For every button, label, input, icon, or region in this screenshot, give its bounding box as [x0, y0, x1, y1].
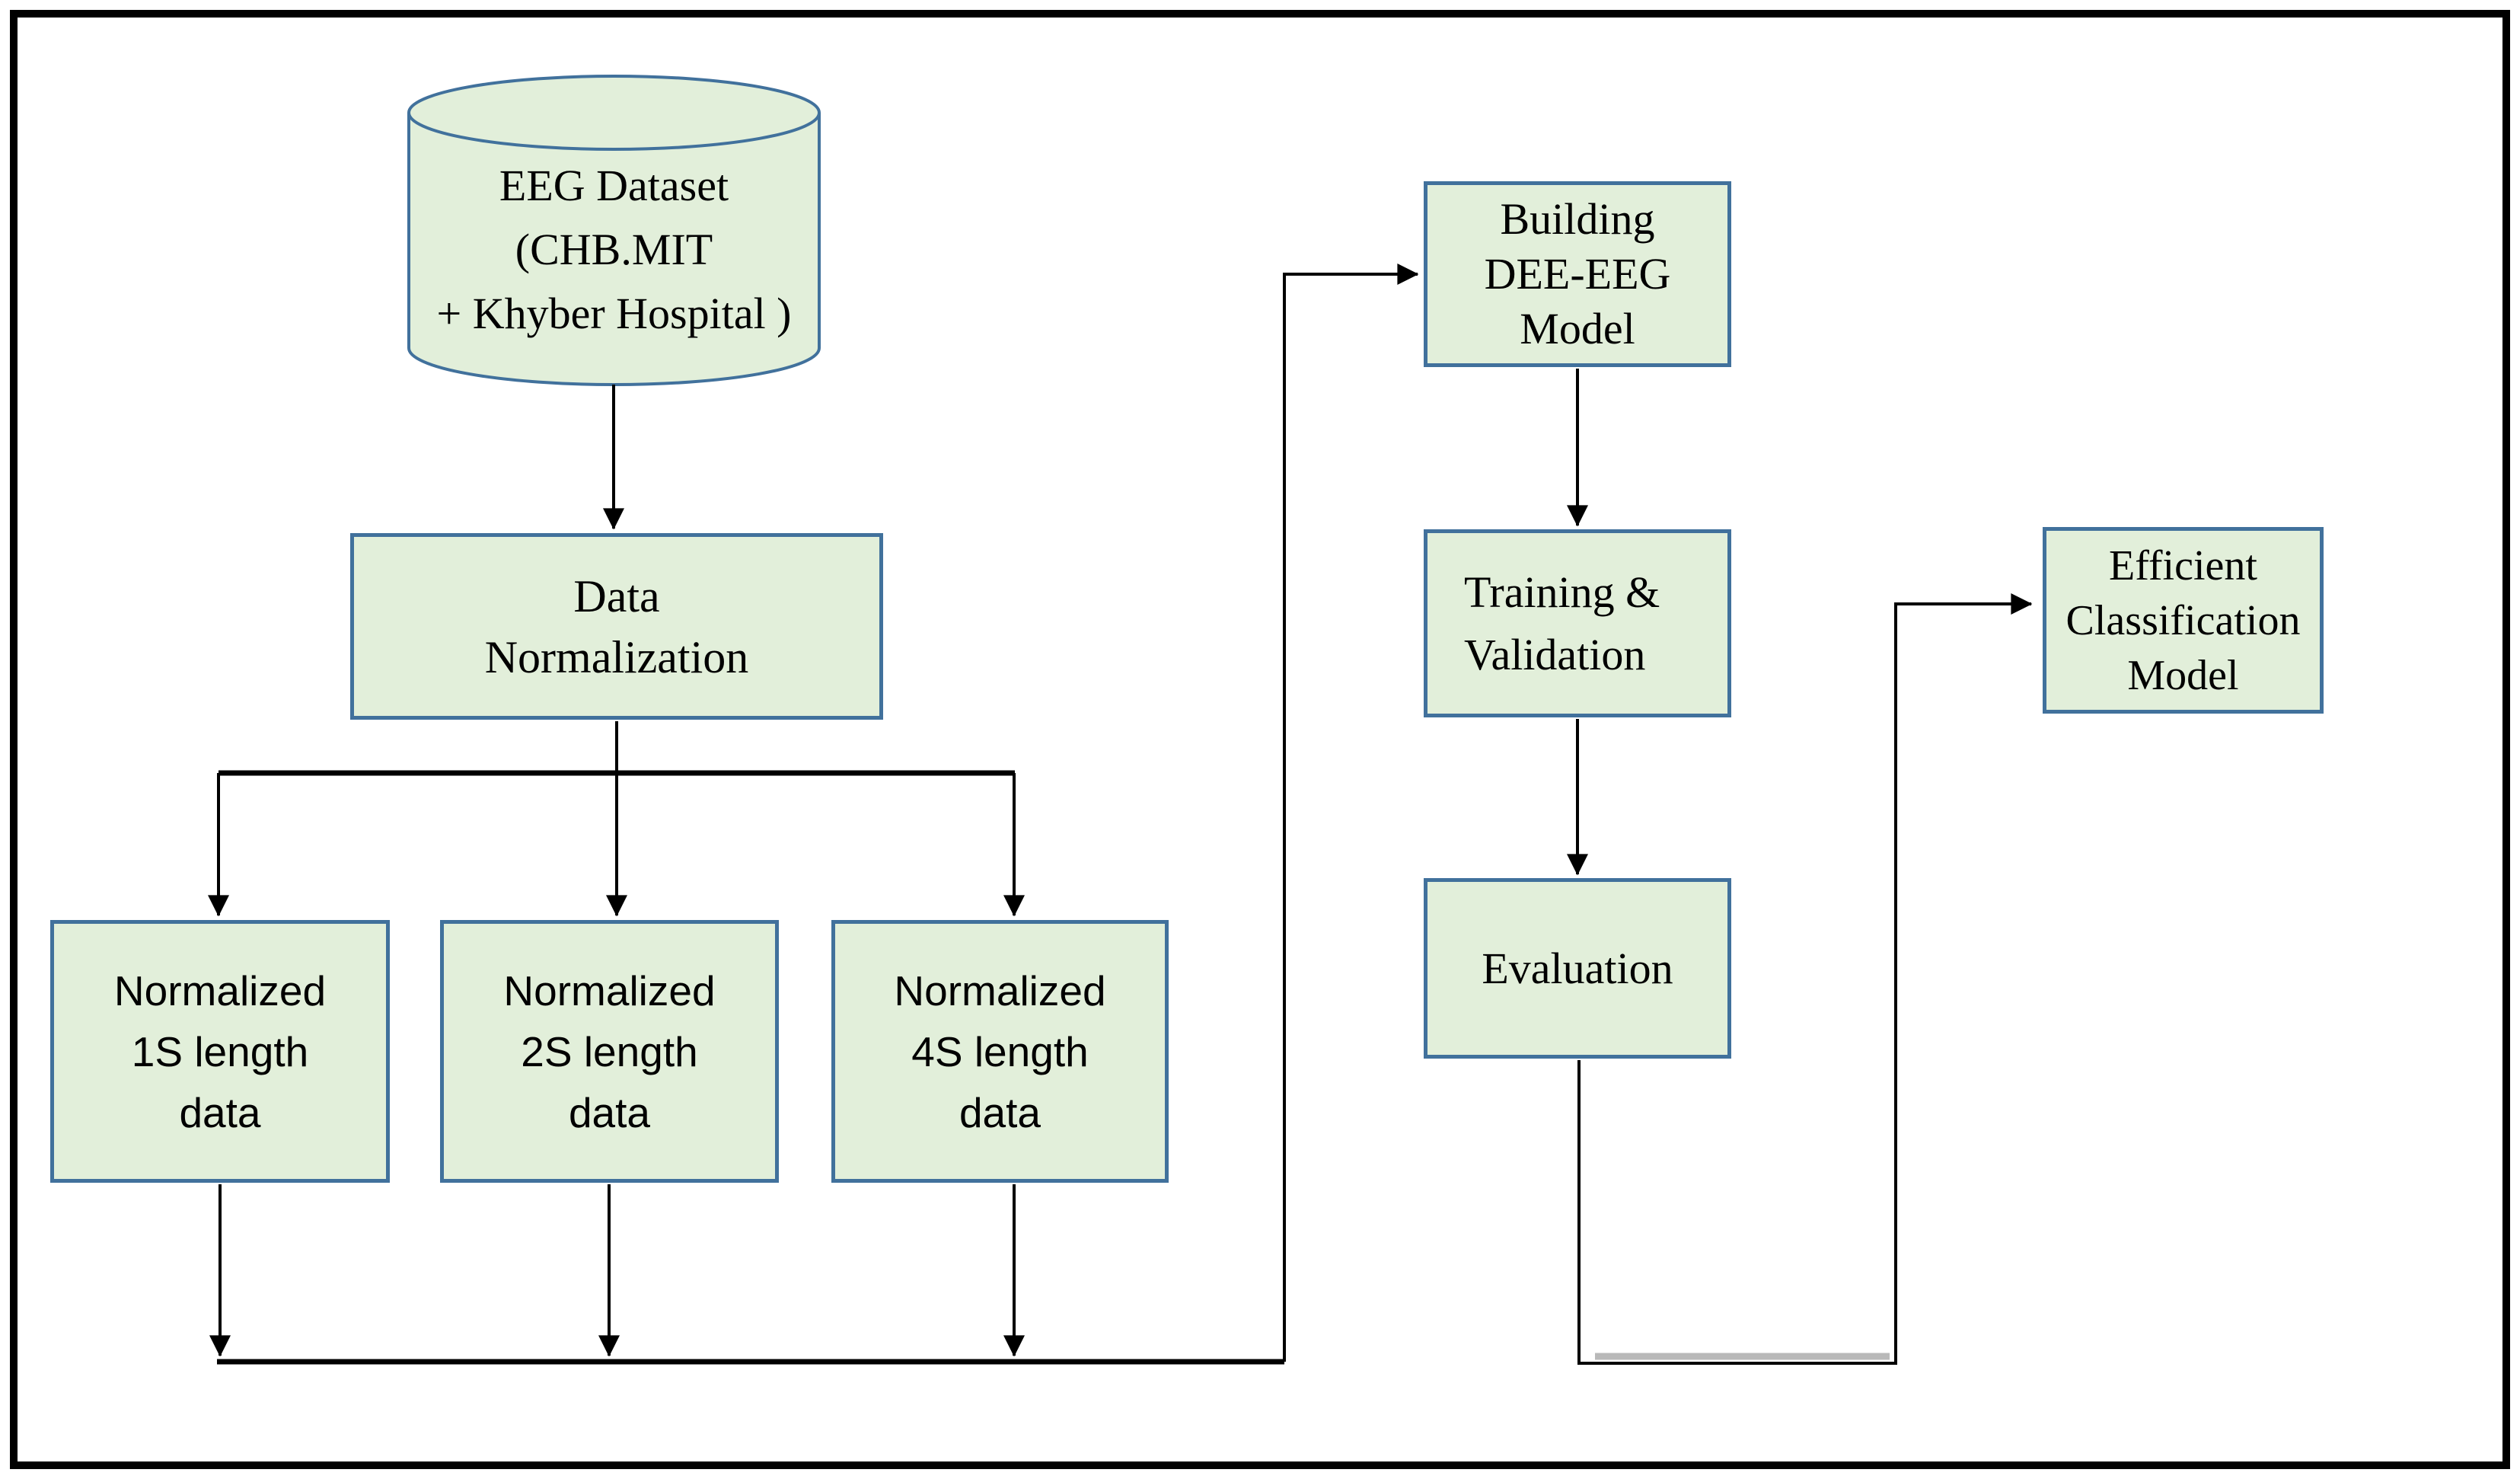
box-label-line: Efficient: [2109, 541, 2257, 589]
box-label-line: data: [959, 1088, 1041, 1136]
page-border: [10, 10, 2510, 1469]
box-label-line: Normalized: [503, 966, 716, 1014]
box-label-line: Normalized: [894, 966, 1106, 1014]
box-label-line: 4S length: [911, 1027, 1089, 1075]
arrow-evaluation-to-efficient: [1577, 593, 2033, 1365]
box-label-line: 2S length: [521, 1027, 698, 1075]
box-label-line: DEE-EEG: [1484, 249, 1671, 299]
box-label-line: Building: [1500, 194, 1655, 244]
box-label-line: 1S length: [131, 1027, 309, 1075]
normalized-4s-box: Normalized 4S length data: [831, 920, 1169, 1183]
normalized-1s-box: Normalized 1S length data: [50, 920, 390, 1183]
eeg-dataset-cylinder: [407, 75, 821, 386]
efficient-classification-model-box: Efficient Classification Model: [2043, 527, 2324, 714]
box-label-line: data: [179, 1088, 261, 1136]
box-label-line: data: [568, 1088, 651, 1136]
data-normalization-box: Data Normalization: [350, 533, 883, 720]
box-label-line: Validation: [1464, 629, 1646, 679]
box-label-line: Data: [573, 570, 660, 621]
box-label-line: Normalized: [113, 966, 327, 1014]
evaluation-box: Evaluation: [1424, 878, 1731, 1059]
box-label-line: Training &: [1464, 567, 1660, 617]
dataset-line: EEG Dataset: [499, 161, 729, 210]
box-label-line: Evaluation: [1482, 943, 1673, 993]
training-validation-box: Training & Validation: [1424, 529, 1731, 717]
arrow-collector-to-building: [1283, 264, 1419, 1362]
normalized-2s-box: Normalized 2S length data: [440, 920, 779, 1183]
building-dee-eeg-model-box: Building DEE-EEG Model: [1424, 181, 1731, 367]
box-label-line: Classification: [2065, 596, 2301, 644]
dataset-line: (CHB.MIT: [515, 225, 713, 274]
box-label-line: Normalization: [484, 631, 749, 682]
box-label-line: Model: [1520, 304, 1635, 353]
eeg-dataset-label: EEG Dataset (CHB.MIT + Khyber Hospital ): [409, 136, 819, 364]
dataset-line: + Khyber Hospital ): [436, 289, 792, 338]
box-label-line: Model: [2127, 651, 2239, 699]
